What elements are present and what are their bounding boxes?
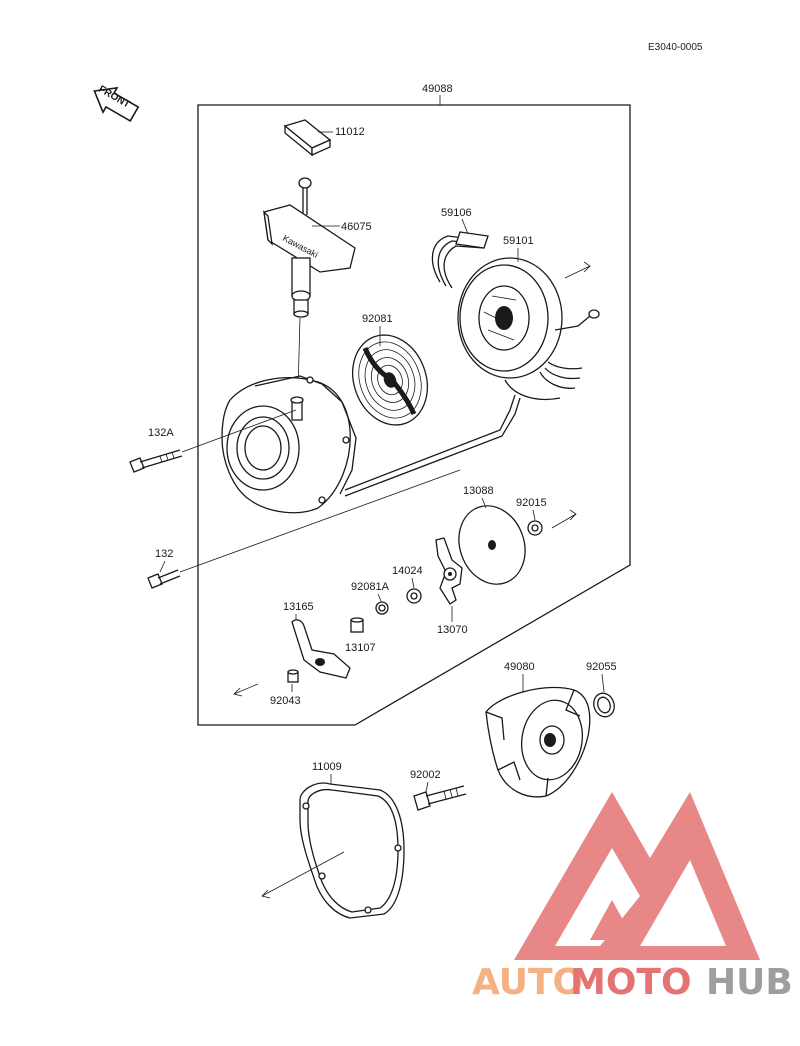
label-92055: 92055 xyxy=(586,661,617,673)
o-ring-92055-part xyxy=(593,692,615,718)
label-59101: 59101 xyxy=(503,235,534,247)
starter-handle-part: Kawasaki xyxy=(263,177,356,318)
collar-13107-part xyxy=(350,617,364,633)
gasket-11009-part xyxy=(299,782,405,919)
watermark-part3: HUB xyxy=(706,962,793,1003)
starter-case-part xyxy=(221,375,357,514)
ratchet-plate-part xyxy=(458,505,526,585)
diagram-code: E3040-0005 xyxy=(648,42,703,53)
label-11012: 11012 xyxy=(335,126,365,138)
label-13088: 13088 xyxy=(463,485,494,497)
grip-pad-part xyxy=(283,119,332,157)
pin-92043-part xyxy=(287,669,299,683)
bolt-92002-part xyxy=(413,785,467,811)
bolt-132A-part xyxy=(129,449,183,473)
watermark-part1: AUTO xyxy=(472,962,583,1003)
label-13107: 13107 xyxy=(345,642,376,654)
assembly-number-label: 49088 xyxy=(422,83,453,95)
label-92081: 92081 xyxy=(362,313,393,325)
rope-guide-line xyxy=(344,394,516,491)
label-46075: 46075 xyxy=(341,221,372,233)
nut-92015-part xyxy=(527,520,543,536)
label-49080: 49080 xyxy=(504,661,535,673)
automotohub-logo-mark xyxy=(514,792,760,960)
label-92015: 92015 xyxy=(516,497,547,509)
recoil-spring-part xyxy=(352,334,428,426)
label-11009: 11009 xyxy=(312,761,342,773)
ratchet-pawl-part xyxy=(435,537,463,605)
watermark-part2: MOTO xyxy=(570,962,692,1003)
label-13165: 13165 xyxy=(283,601,314,613)
spring-92081A-part xyxy=(375,601,389,615)
label-92081A: 92081A xyxy=(351,581,390,593)
direction-arrow-icon xyxy=(564,261,591,279)
starter-rope-part xyxy=(431,231,489,289)
starter-reel-part xyxy=(457,257,600,401)
assembly-boundary xyxy=(197,104,631,726)
direction-arrow-icon-3 xyxy=(233,683,259,697)
direction-arrow-icon-4 xyxy=(261,851,345,899)
label-132: 132 xyxy=(155,548,173,560)
collar-14024-part xyxy=(406,588,422,604)
label-92002: 92002 xyxy=(410,769,441,781)
lever-13165-part xyxy=(291,619,351,679)
starter-pulley-part xyxy=(485,686,591,798)
automotohub-watermark: AUTO MOTO HUB xyxy=(472,962,793,1003)
label-92043: 92043 xyxy=(270,695,301,707)
label-59106: 59106 xyxy=(441,207,472,219)
label-14024: 14024 xyxy=(392,565,423,577)
direction-arrow-icon-2 xyxy=(551,509,577,529)
label-132A: 132A xyxy=(148,427,174,439)
label-13070: 13070 xyxy=(437,624,468,636)
bolt-132-part xyxy=(147,569,181,589)
front-arrow-icon xyxy=(93,86,140,123)
